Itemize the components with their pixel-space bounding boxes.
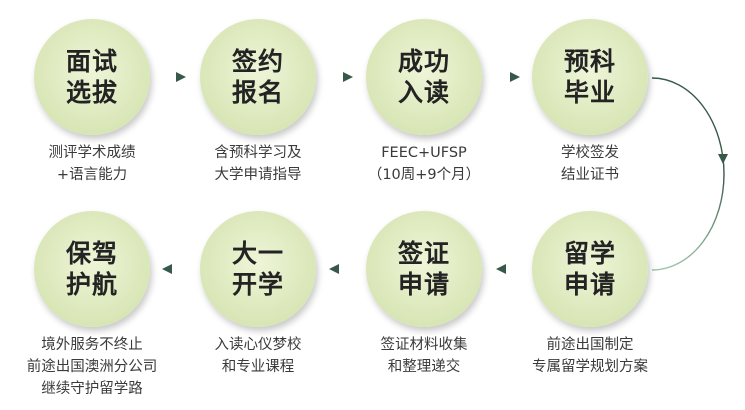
step-6-circle: 签证 申请	[366, 211, 482, 327]
step-3-title-line2: 入读	[397, 78, 450, 107]
step-6-title-line2: 申请	[397, 270, 450, 299]
arrow-5-6	[494, 264, 522, 274]
arrow-6-7	[327, 264, 355, 274]
step-4-title-line1: 预科	[563, 47, 616, 76]
step-7-title-line1: 大一	[231, 239, 284, 268]
step-1-desc-line2: +语言能力	[56, 167, 128, 183]
step-7-title-line2: 开学	[231, 270, 284, 299]
arrow-1-2	[160, 72, 188, 82]
step-4-desc-line2: 结业证书	[561, 167, 619, 183]
arrow-2-3	[327, 72, 355, 82]
step-3-description: FEEC+UFSP （10周+9个月）	[334, 142, 514, 186]
step-8-desc-line1: 境外服务不终止	[41, 337, 143, 353]
step-1-description: 测评学术成绩 +语言能力	[2, 142, 182, 186]
step-4-title-line2: 毕业	[563, 78, 616, 107]
step-5-circle: 留学 申请	[532, 211, 648, 327]
step-2-desc-line2: 大学申请指导	[214, 167, 302, 183]
step-7-description: 入读心仪梦校 和专业课程	[168, 334, 348, 378]
step-1-circle: 面试 选拔	[34, 19, 150, 135]
step-6-desc-line2: 和整理递交	[387, 359, 461, 375]
step-7-desc-line2: 和专业课程	[221, 359, 295, 375]
step-5-desc-line2: 专属留学规划方案	[532, 359, 648, 375]
arrow-7-8	[160, 264, 188, 274]
step-5-title-line1: 留学	[563, 239, 616, 268]
step-8-title-line1: 保驾	[65, 239, 118, 268]
step-2-circle: 签约 报名	[200, 19, 316, 135]
step-5-title-line2: 申请	[563, 270, 616, 299]
step-3-circle: 成功 入读	[366, 19, 482, 135]
step-4-desc-line1: 学校签发	[561, 145, 619, 161]
step-1-desc-line1: 测评学术成绩	[48, 145, 136, 161]
step-8-desc-line3: 继续守护留学路	[41, 381, 143, 397]
step-5-description: 前途出国制定 专属留学规划方案	[500, 334, 680, 378]
step-4-description: 学校签发 结业证书	[500, 142, 680, 186]
step-6-description: 签证材料收集 和整理递交	[334, 334, 514, 378]
step-3-title-line1: 成功	[397, 47, 450, 76]
step-7-desc-line1: 入读心仪梦校	[214, 337, 302, 353]
step-4-circle: 预科 毕业	[532, 19, 648, 135]
step-1-title-line2: 选拔	[65, 78, 118, 107]
step-2-title-line2: 报名	[231, 78, 284, 107]
step-3-desc-line1: FEEC+UFSP	[381, 145, 467, 161]
arrow-3-4	[494, 72, 522, 82]
step-7-circle: 大一 开学	[200, 211, 316, 327]
step-2-desc-line1: 含预科学习及	[214, 145, 302, 161]
step-8-description: 境外服务不终止 前途出国澳洲分公司 继续守护留学路	[2, 334, 182, 400]
step-2-title-line1: 签约	[231, 47, 284, 76]
step-6-desc-line1: 签证材料收集	[380, 337, 468, 353]
arrow-4-5-curve	[651, 77, 728, 271]
step-8-title-line2: 护航	[65, 270, 118, 299]
step-8-desc-line2: 前途出国澳洲分公司	[26, 359, 158, 375]
step-3-desc-line2: （10周+9个月）	[367, 167, 481, 183]
step-2-description: 含预科学习及 大学申请指导	[168, 142, 348, 186]
step-5-desc-line1: 前途出国制定	[546, 337, 634, 353]
step-6-title-line1: 签证	[397, 239, 450, 268]
step-8-circle: 保驾 护航	[34, 211, 150, 327]
step-1-title-line1: 面试	[65, 47, 118, 76]
